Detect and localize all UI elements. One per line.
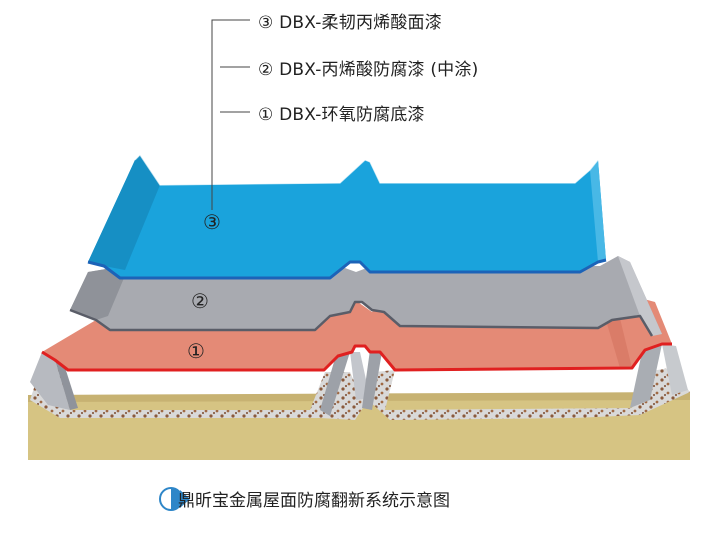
layer-marker-3: ③ — [203, 210, 221, 234]
legend-label-topcoat: DBX-柔韧丙烯酸面漆 — [279, 13, 442, 33]
insulation-layer — [30, 368, 690, 420]
legend-label-primer: DBX-环氧防腐底漆 — [279, 105, 425, 125]
layer-marker-2: ② — [191, 289, 209, 313]
layer-marker-1: ① — [187, 339, 205, 363]
legend-item-primer: ① DBX-环氧防腐底漆 — [258, 100, 425, 125]
legend-item-intermediate: ② DBX-丙烯酸防腐漆 (中涂) — [258, 55, 478, 80]
leader-line — [211, 19, 250, 210]
layer-topcoat — [87, 154, 607, 280]
caption-icon — [159, 487, 190, 511]
steel-profile — [30, 344, 688, 416]
diagram-caption: 鼎昕宝金属屋面防腐翻新系统示意图 — [178, 491, 450, 511]
legend-marker-1: ① — [258, 105, 274, 125]
legend-marker-3: ③ — [258, 13, 274, 33]
layer-intermediate — [69, 256, 662, 337]
legend-label-intermediate: DBX-丙烯酸防腐漆 (中涂) — [279, 60, 479, 80]
legend-item-topcoat: ③ DBX-柔韧丙烯酸面漆 — [258, 8, 442, 33]
legend-marker-2: ② — [258, 60, 274, 80]
